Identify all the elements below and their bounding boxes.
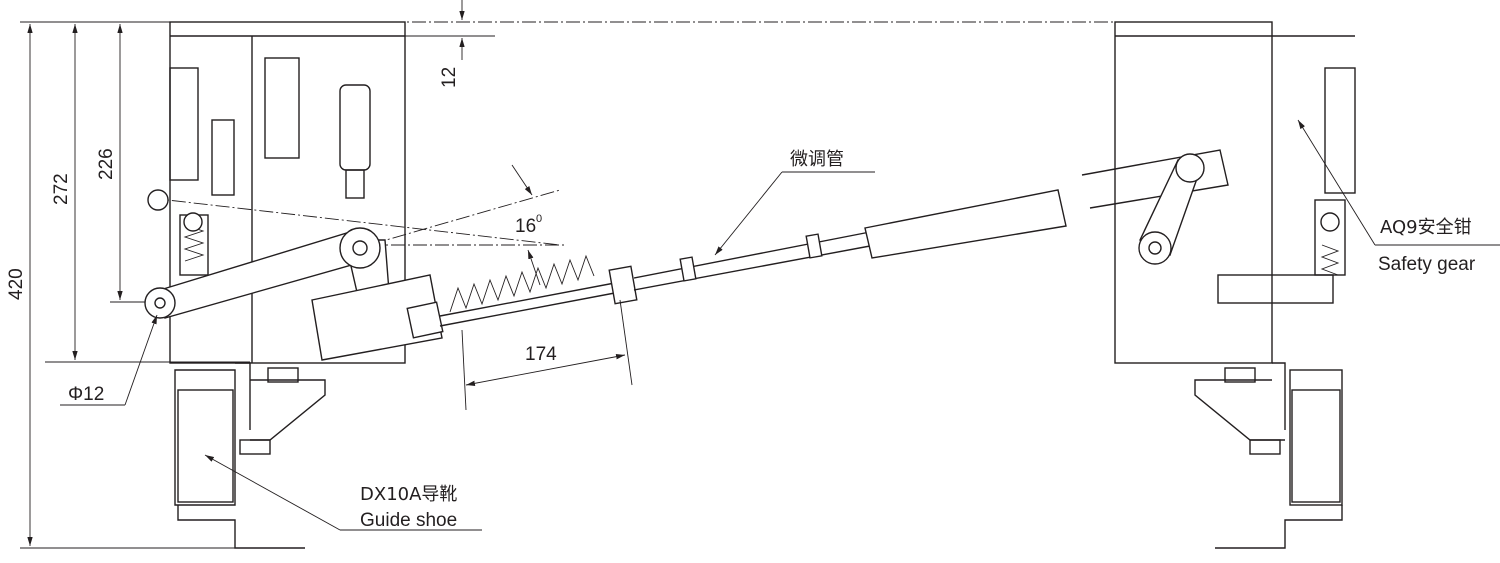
- spring-rod-assembly: [311, 149, 1229, 361]
- safety-gear-cn-label: AQ9安全钳: [1380, 217, 1472, 238]
- left-guide-shoe: [174, 362, 326, 549]
- centerline-a: [149, 197, 561, 246]
- angle-unit: 0: [536, 213, 542, 225]
- right-safety-gear-body: [1114, 21, 1356, 549]
- vertical-dimensions: 420 272 226: [6, 21, 300, 549]
- dim-420: 420: [6, 268, 27, 300]
- angle-value: 16: [515, 216, 536, 237]
- pin-diameter-label: Φ12: [68, 384, 104, 405]
- angle-annotation: 16 0: [511, 164, 542, 286]
- dim-272: 272: [51, 173, 72, 205]
- left-safety-gear-body: [169, 21, 406, 364]
- safety-gear-en-label: Safety gear: [1378, 254, 1476, 275]
- dim-12: 12: [439, 67, 460, 88]
- guide-shoe-cn-label: DX10A导靴: [360, 484, 457, 505]
- pin-diameter-callout: Φ12: [60, 314, 158, 406]
- guide-shoe-callout: DX10A导靴 Guide shoe: [204, 454, 482, 531]
- dim-174-group: 174: [461, 299, 633, 411]
- dim-174: 174: [525, 344, 557, 365]
- dim-12-group: 12: [405, 0, 495, 88]
- dim-226: 226: [96, 148, 117, 180]
- fine-tube-label: 微调管: [790, 149, 844, 170]
- guide-shoe-en-label: Guide shoe: [360, 510, 457, 531]
- safety-gear-callout: AQ9安全钳 Safety gear: [1297, 119, 1500, 275]
- fine-tube-callout: 微调管: [714, 149, 875, 256]
